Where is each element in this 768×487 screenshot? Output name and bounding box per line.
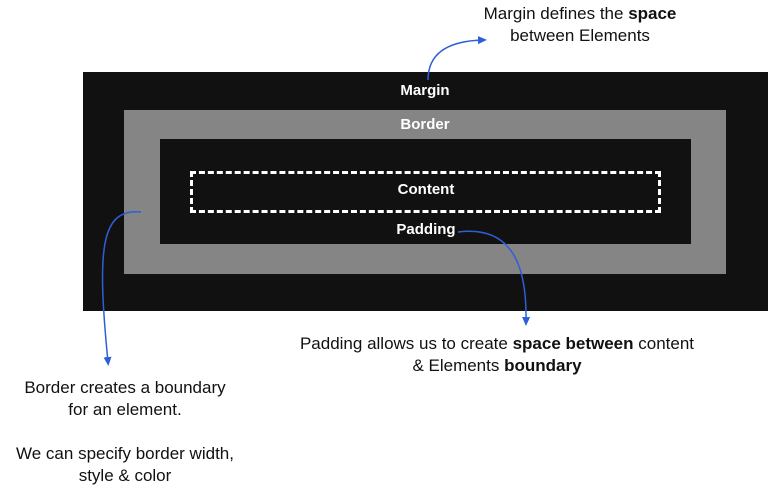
margin-note: Margin defines the space between Element… bbox=[430, 3, 730, 47]
padding-note-text: Padding allows us to create bbox=[299, 334, 513, 353]
border-note-line3: We can specify border width, bbox=[16, 444, 234, 463]
padding-label: Padding bbox=[396, 221, 456, 238]
border-note: Border creates a boundary for an element… bbox=[0, 377, 250, 487]
padding-arrow bbox=[457, 230, 531, 326]
padding-note-line2-bold: boundary bbox=[504, 356, 582, 375]
padding-note-text-post: content bbox=[633, 334, 695, 353]
border-arrow bbox=[101, 211, 142, 366]
padding-note-bold: space between bbox=[512, 334, 634, 353]
margin-arrow bbox=[427, 36, 487, 81]
margin-note-bold: space bbox=[628, 4, 677, 23]
border-note-line2: for an element. bbox=[68, 400, 182, 419]
border-label: Border bbox=[400, 116, 450, 133]
margin-label: Margin bbox=[400, 82, 450, 99]
padding-box bbox=[160, 139, 691, 244]
border-note-line1: Border creates a boundary bbox=[24, 378, 226, 397]
padding-note-line2: & Elements bbox=[412, 356, 505, 375]
margin-note-text: Margin defines the bbox=[483, 4, 629, 23]
content-label: Content bbox=[397, 181, 455, 198]
margin-note-line2: between Elements bbox=[510, 26, 650, 45]
padding-note: Padding allows us to create space betwee… bbox=[258, 333, 736, 377]
content-box bbox=[190, 171, 661, 213]
border-note-line4: style & color bbox=[78, 466, 172, 485]
